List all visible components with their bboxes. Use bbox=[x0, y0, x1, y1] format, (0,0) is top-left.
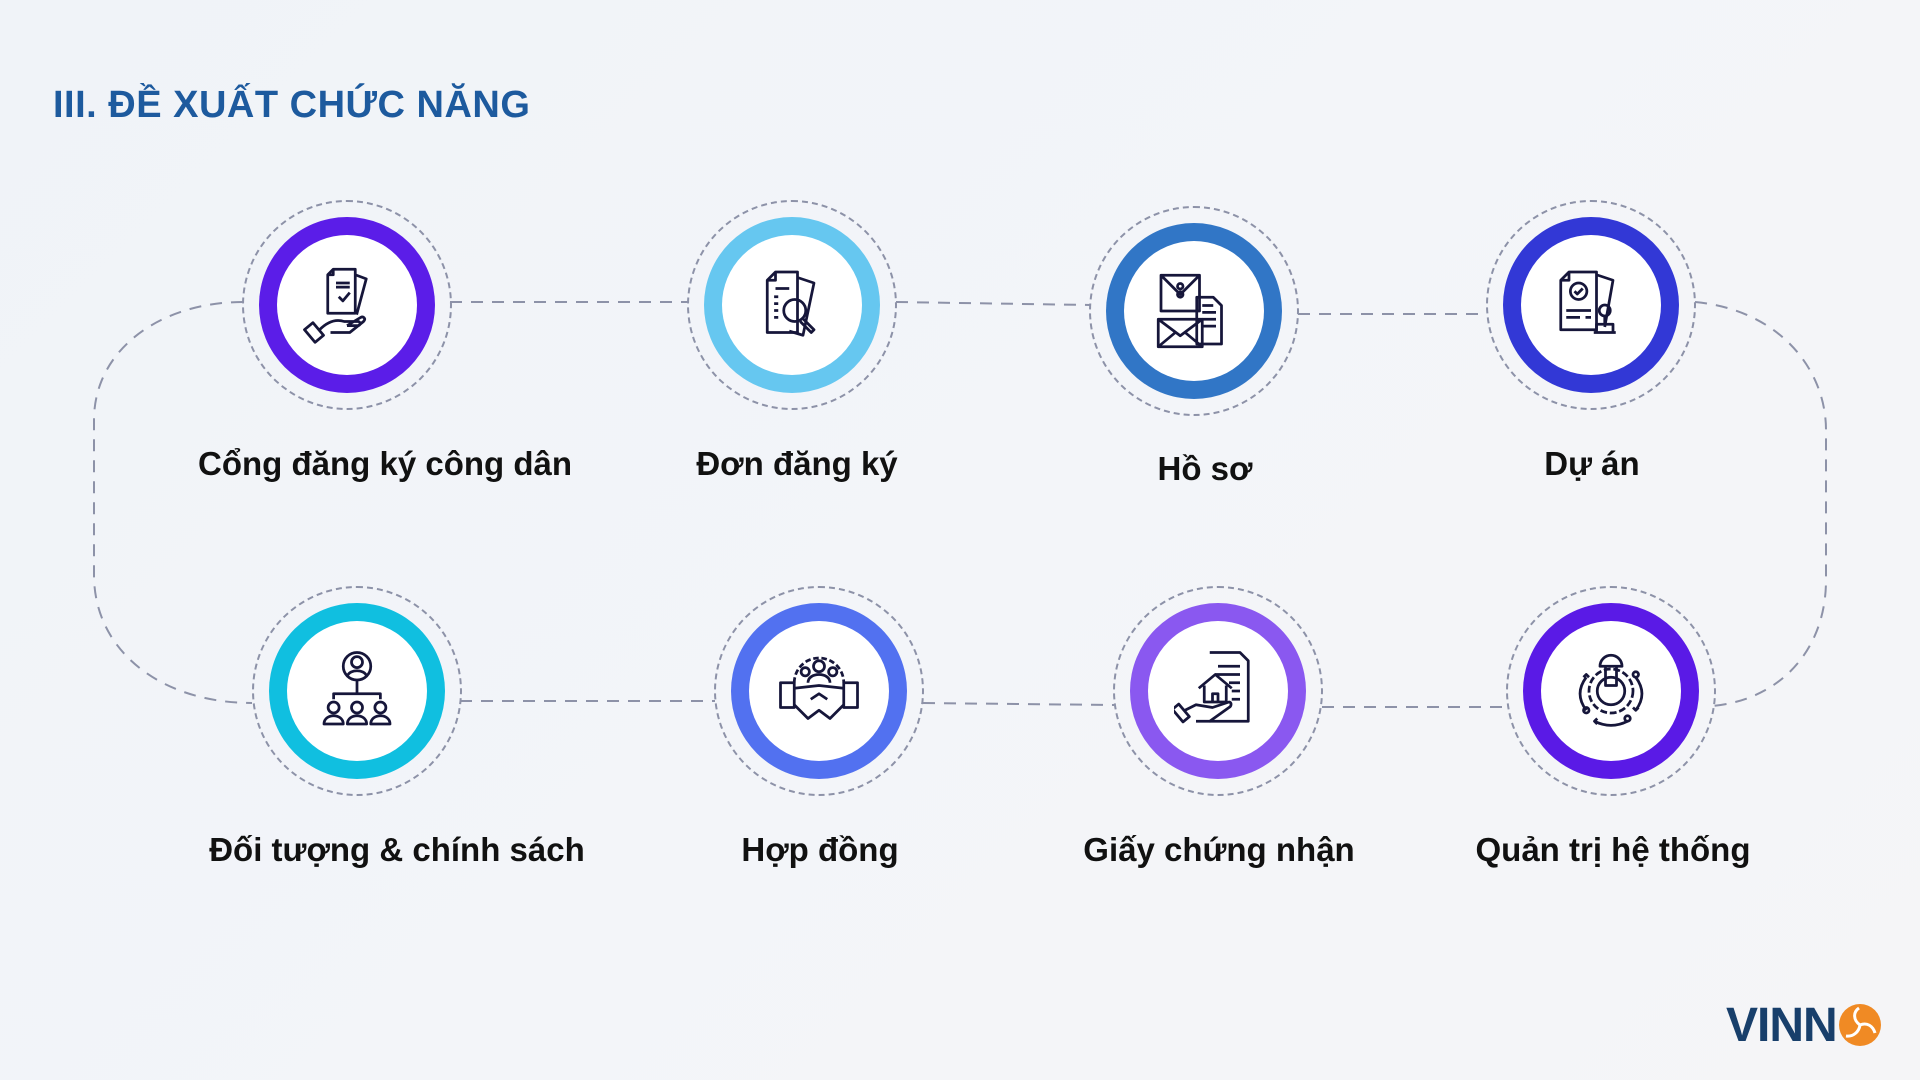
dashed-outline bbox=[687, 200, 897, 410]
ring bbox=[704, 217, 880, 393]
ring bbox=[731, 603, 907, 779]
logo-text: VINN bbox=[1726, 998, 1838, 1052]
dashed-outline bbox=[714, 586, 924, 796]
vinno-logo: VINN bbox=[1726, 998, 1881, 1052]
node-label: Đối tượng & chính sách bbox=[209, 831, 585, 868]
node-system-admin[interactable] bbox=[1506, 586, 1716, 796]
page-title: III. ĐỀ XUẤT CHỨC NĂNG bbox=[53, 84, 531, 126]
ring bbox=[259, 217, 435, 393]
node-label: Cổng đăng ký công dân bbox=[197, 445, 573, 482]
node-label: Đơn đăng ký bbox=[696, 445, 898, 482]
node-label: Hồ sơ bbox=[1157, 450, 1253, 487]
node-beneficiaries-policies[interactable] bbox=[252, 586, 462, 796]
node-label: Giấy chứng nhận bbox=[1083, 831, 1355, 868]
connector-6-7 bbox=[922, 702, 1115, 706]
house-certificate-icon bbox=[1174, 651, 1250, 724]
node-label: Quản trị hệ thống bbox=[1475, 831, 1751, 868]
document-search-icon bbox=[765, 270, 816, 337]
ring bbox=[1503, 217, 1679, 393]
node-label: Dự án bbox=[1544, 445, 1640, 482]
envelope-documents-icon bbox=[1156, 273, 1223, 349]
connector-right-loop bbox=[1694, 301, 1827, 707]
dashed-outline bbox=[242, 200, 452, 410]
connector-2-3 bbox=[895, 301, 1091, 306]
ring bbox=[269, 603, 445, 779]
ring bbox=[1106, 223, 1282, 399]
connector-left-loop bbox=[93, 301, 253, 704]
dashed-outline bbox=[252, 586, 462, 796]
org-chart-people-icon bbox=[322, 651, 392, 726]
node-application[interactable] bbox=[687, 200, 897, 410]
document-stamp-icon bbox=[1559, 270, 1616, 334]
node-certificate[interactable] bbox=[1113, 586, 1323, 796]
node-contract[interactable] bbox=[714, 586, 924, 796]
dashed-outline bbox=[1506, 586, 1716, 796]
node-label: Hợp đồng bbox=[741, 831, 899, 868]
handshake-team-icon bbox=[779, 656, 859, 720]
gear-lightbulb-icon bbox=[1578, 653, 1644, 727]
ring bbox=[1130, 603, 1306, 779]
dashed-outline bbox=[1486, 200, 1696, 410]
node-project[interactable] bbox=[1486, 200, 1696, 410]
node-records[interactable] bbox=[1089, 206, 1299, 416]
dashed-outline bbox=[1113, 586, 1323, 796]
ring bbox=[1523, 603, 1699, 779]
hand-document-check-icon bbox=[303, 267, 368, 344]
node-citizen-portal[interactable] bbox=[242, 200, 452, 410]
dashed-outline bbox=[1089, 206, 1299, 416]
logo-swirl-icon bbox=[1838, 1004, 1881, 1046]
